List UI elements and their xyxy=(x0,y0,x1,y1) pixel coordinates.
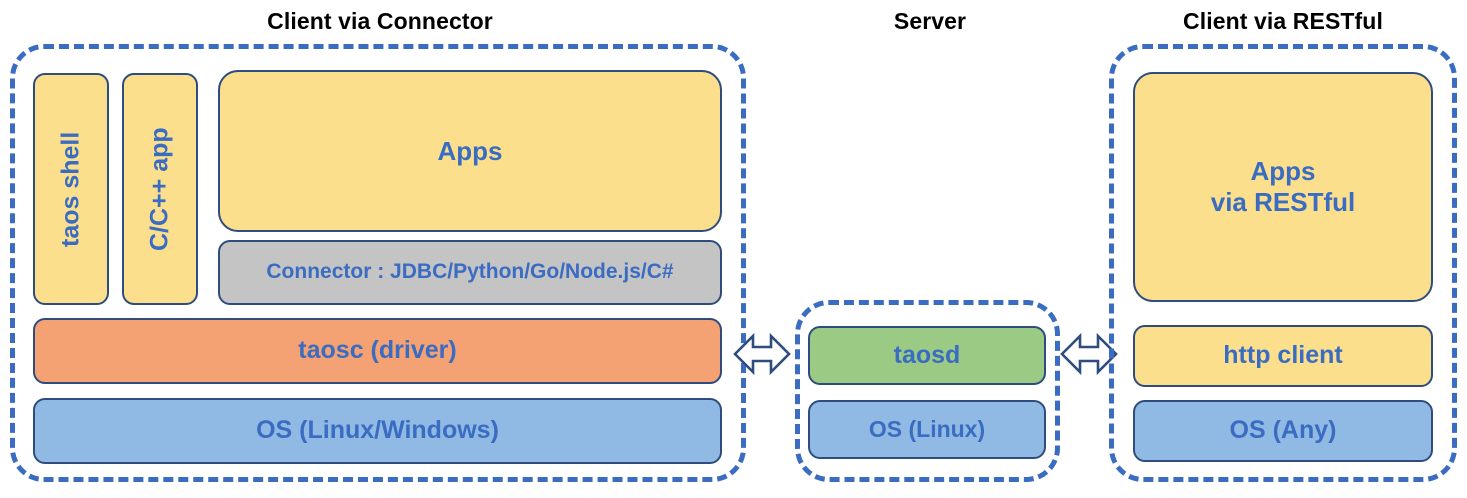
box-apps-via-restful-line2: via RESTful xyxy=(1210,187,1356,217)
box-apps[interactable]: Apps xyxy=(218,70,722,232)
box-c-cpp-app[interactable]: C/C++ app xyxy=(122,73,198,305)
box-http-client[interactable]: http client xyxy=(1133,325,1433,387)
panel-client-via-restful xyxy=(1109,44,1457,482)
panel-client-via-connector xyxy=(10,44,746,482)
box-apps-via-restful[interactable]: Apps via RESTful xyxy=(1133,72,1433,302)
box-taosc-driver[interactable]: taosc (driver) xyxy=(33,318,722,384)
panel-server xyxy=(795,300,1060,482)
box-taosd[interactable]: taosd xyxy=(808,326,1046,385)
double-headed-arrow-icon-right xyxy=(1060,326,1118,382)
box-os-any[interactable]: OS (Any) xyxy=(1133,400,1433,462)
box-connector-libraries[interactable]: Connector : JDBC/Python/Go/Node.js/C# xyxy=(218,240,722,305)
box-os-linux-windows[interactable]: OS (Linux/Windows) xyxy=(33,398,722,464)
column-title-client-restful: Client via RESTful xyxy=(1183,8,1383,34)
box-os-linux[interactable]: OS (Linux) xyxy=(808,400,1046,459)
column-title-client-connector: Client via Connector xyxy=(267,8,493,34)
column-title-server: Server xyxy=(893,8,967,34)
box-taos-shell[interactable]: taos shell xyxy=(33,73,109,305)
double-headed-arrow-icon-left xyxy=(733,326,791,382)
box-apps-via-restful-line1: Apps xyxy=(1250,156,1316,187)
